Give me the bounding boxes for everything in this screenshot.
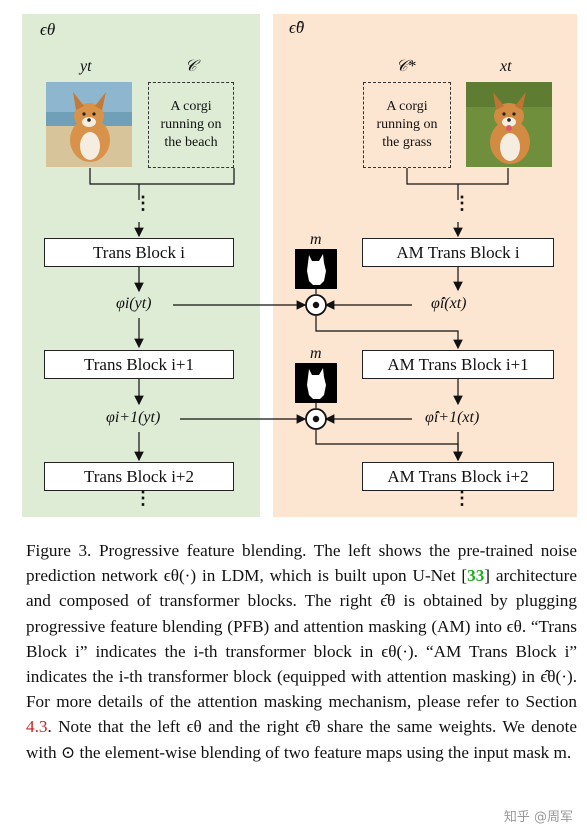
left-text-prompt: A corgi running on the beach: [148, 82, 234, 168]
blend-operator: [305, 294, 327, 430]
right-feature-i-plus-1: φ̂i+1(xt): [425, 409, 480, 426]
mask-image-1: [295, 249, 337, 289]
figure-caption: Figure 3. Progressive feature blending. …: [26, 538, 577, 765]
left-output-ellipsis: ⋮: [134, 488, 152, 508]
caption-text-2: ] architecture and composed of transform…: [26, 566, 577, 712]
caption-figure-label: Figure 3.: [26, 541, 92, 560]
left-text-label: 𝒞: [185, 58, 197, 75]
right-input-ellipsis: ⋮: [453, 193, 471, 213]
trans-block-i-plus-1: Trans Block i+1: [44, 350, 234, 379]
caption-title: Progressive feature blending.: [98, 541, 307, 560]
right-text-label: 𝒞*: [396, 58, 416, 75]
trans-block-i-plus-2: Trans Block i+2: [44, 462, 234, 491]
am-trans-block-i-plus-1: AM Trans Block i+1: [362, 350, 554, 379]
right-network-title: ϵ̂θ: [289, 18, 305, 37]
watermark: 知乎 @周军: [503, 810, 573, 825]
section-link[interactable]: 4.3: [26, 717, 48, 737]
corgi-beach-image: [46, 82, 132, 167]
caption-text-1: The left shows the pre-trained noise pre…: [26, 541, 577, 586]
connection-wires: [89, 168, 509, 462]
mask-image-2: [295, 363, 337, 403]
right-image-label: xt: [500, 58, 512, 75]
mask-label-1: m: [310, 231, 322, 248]
corgi-grass-image: [466, 82, 552, 167]
trans-block-i: Trans Block i: [44, 238, 234, 267]
am-trans-block-i: AM Trans Block i: [362, 238, 554, 267]
left-network-title: ϵθ: [40, 20, 56, 39]
left-feature-i-plus-1: φi+1(yt): [106, 409, 161, 426]
right-feature-i: φ̂i(xt): [431, 295, 467, 312]
left-feature-i: φi(yt): [116, 295, 152, 312]
right-text-prompt: A corgi running on the grass: [363, 82, 451, 168]
caption-text-3: . Note that the left ϵθ and the right ϵ̂…: [26, 717, 577, 762]
mask-label-2: m: [310, 345, 322, 362]
left-input-ellipsis: ⋮: [134, 193, 152, 213]
citation-link[interactable]: 33: [467, 566, 485, 586]
am-trans-block-i-plus-2: AM Trans Block i+2: [362, 462, 554, 491]
right-output-ellipsis: ⋮: [453, 488, 471, 508]
left-image-label: yt: [80, 58, 92, 75]
